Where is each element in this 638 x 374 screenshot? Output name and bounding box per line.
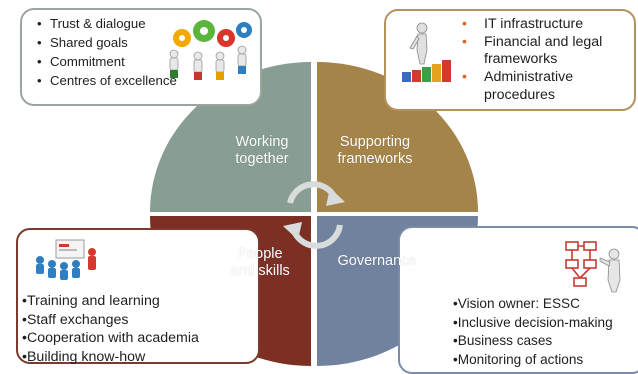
list-item: •Monitoring of actions <box>453 351 584 367</box>
flowchart-presenter-icon <box>565 241 621 293</box>
list-item: •Building know-how <box>22 348 146 365</box>
label-line: together <box>235 151 289 167</box>
list-item: Trust & dialogue <box>36 14 186 33</box>
label-line: frameworks <box>337 151 413 167</box>
label-people-and-skills: People and skills <box>215 246 305 280</box>
working-together-list: Trust & dialogue Shared goals Commitment… <box>36 14 186 90</box>
box-governance <box>398 226 638 374</box>
list-item: Commitment <box>36 52 186 71</box>
list-item: •Business cases <box>453 333 553 349</box>
label-working-together: Working together <box>217 134 307 168</box>
label-line: Governance <box>337 253 417 269</box>
presentation-audience-icon <box>36 239 96 280</box>
list-item: Shared goals <box>36 33 186 52</box>
label-supporting-frameworks: Supporting frameworks <box>320 134 430 168</box>
list-item: Administrative procedures <box>460 69 635 104</box>
figure-on-blocks-icon <box>402 22 451 82</box>
quadrant-working-together <box>150 62 311 212</box>
list-item: IT infrastructure <box>460 16 635 34</box>
list-item: •Vision owner: ESSC <box>453 296 580 311</box>
quadrant-supporting-frameworks <box>317 62 478 212</box>
label-line: Supporting <box>339 134 411 150</box>
label-line: People <box>237 246 283 262</box>
label-line: and skills <box>230 263 290 279</box>
list-item: •Staff exchanges <box>22 311 129 328</box>
people-and-skills-list: •Training and learning •Staff exchanges … <box>22 292 258 366</box>
list-item: •Inclusive decision-making <box>453 314 613 330</box>
governance-list: •Vision owner: ESSC •Inclusive decision-… <box>453 295 638 369</box>
list-item: Financial and legal frameworks <box>460 34 635 69</box>
label-line: Working <box>235 134 289 150</box>
list-item: Centres of excellence <box>36 71 186 90</box>
list-item: •Cooperation with academia <box>22 330 199 347</box>
label-governance: Governance <box>327 253 427 270</box>
list-item: •Training and learning <box>22 293 160 309</box>
cycle-arrows-icon <box>283 181 345 249</box>
supporting-frameworks-list: IT infrastructure Financial and legal fr… <box>460 16 635 105</box>
